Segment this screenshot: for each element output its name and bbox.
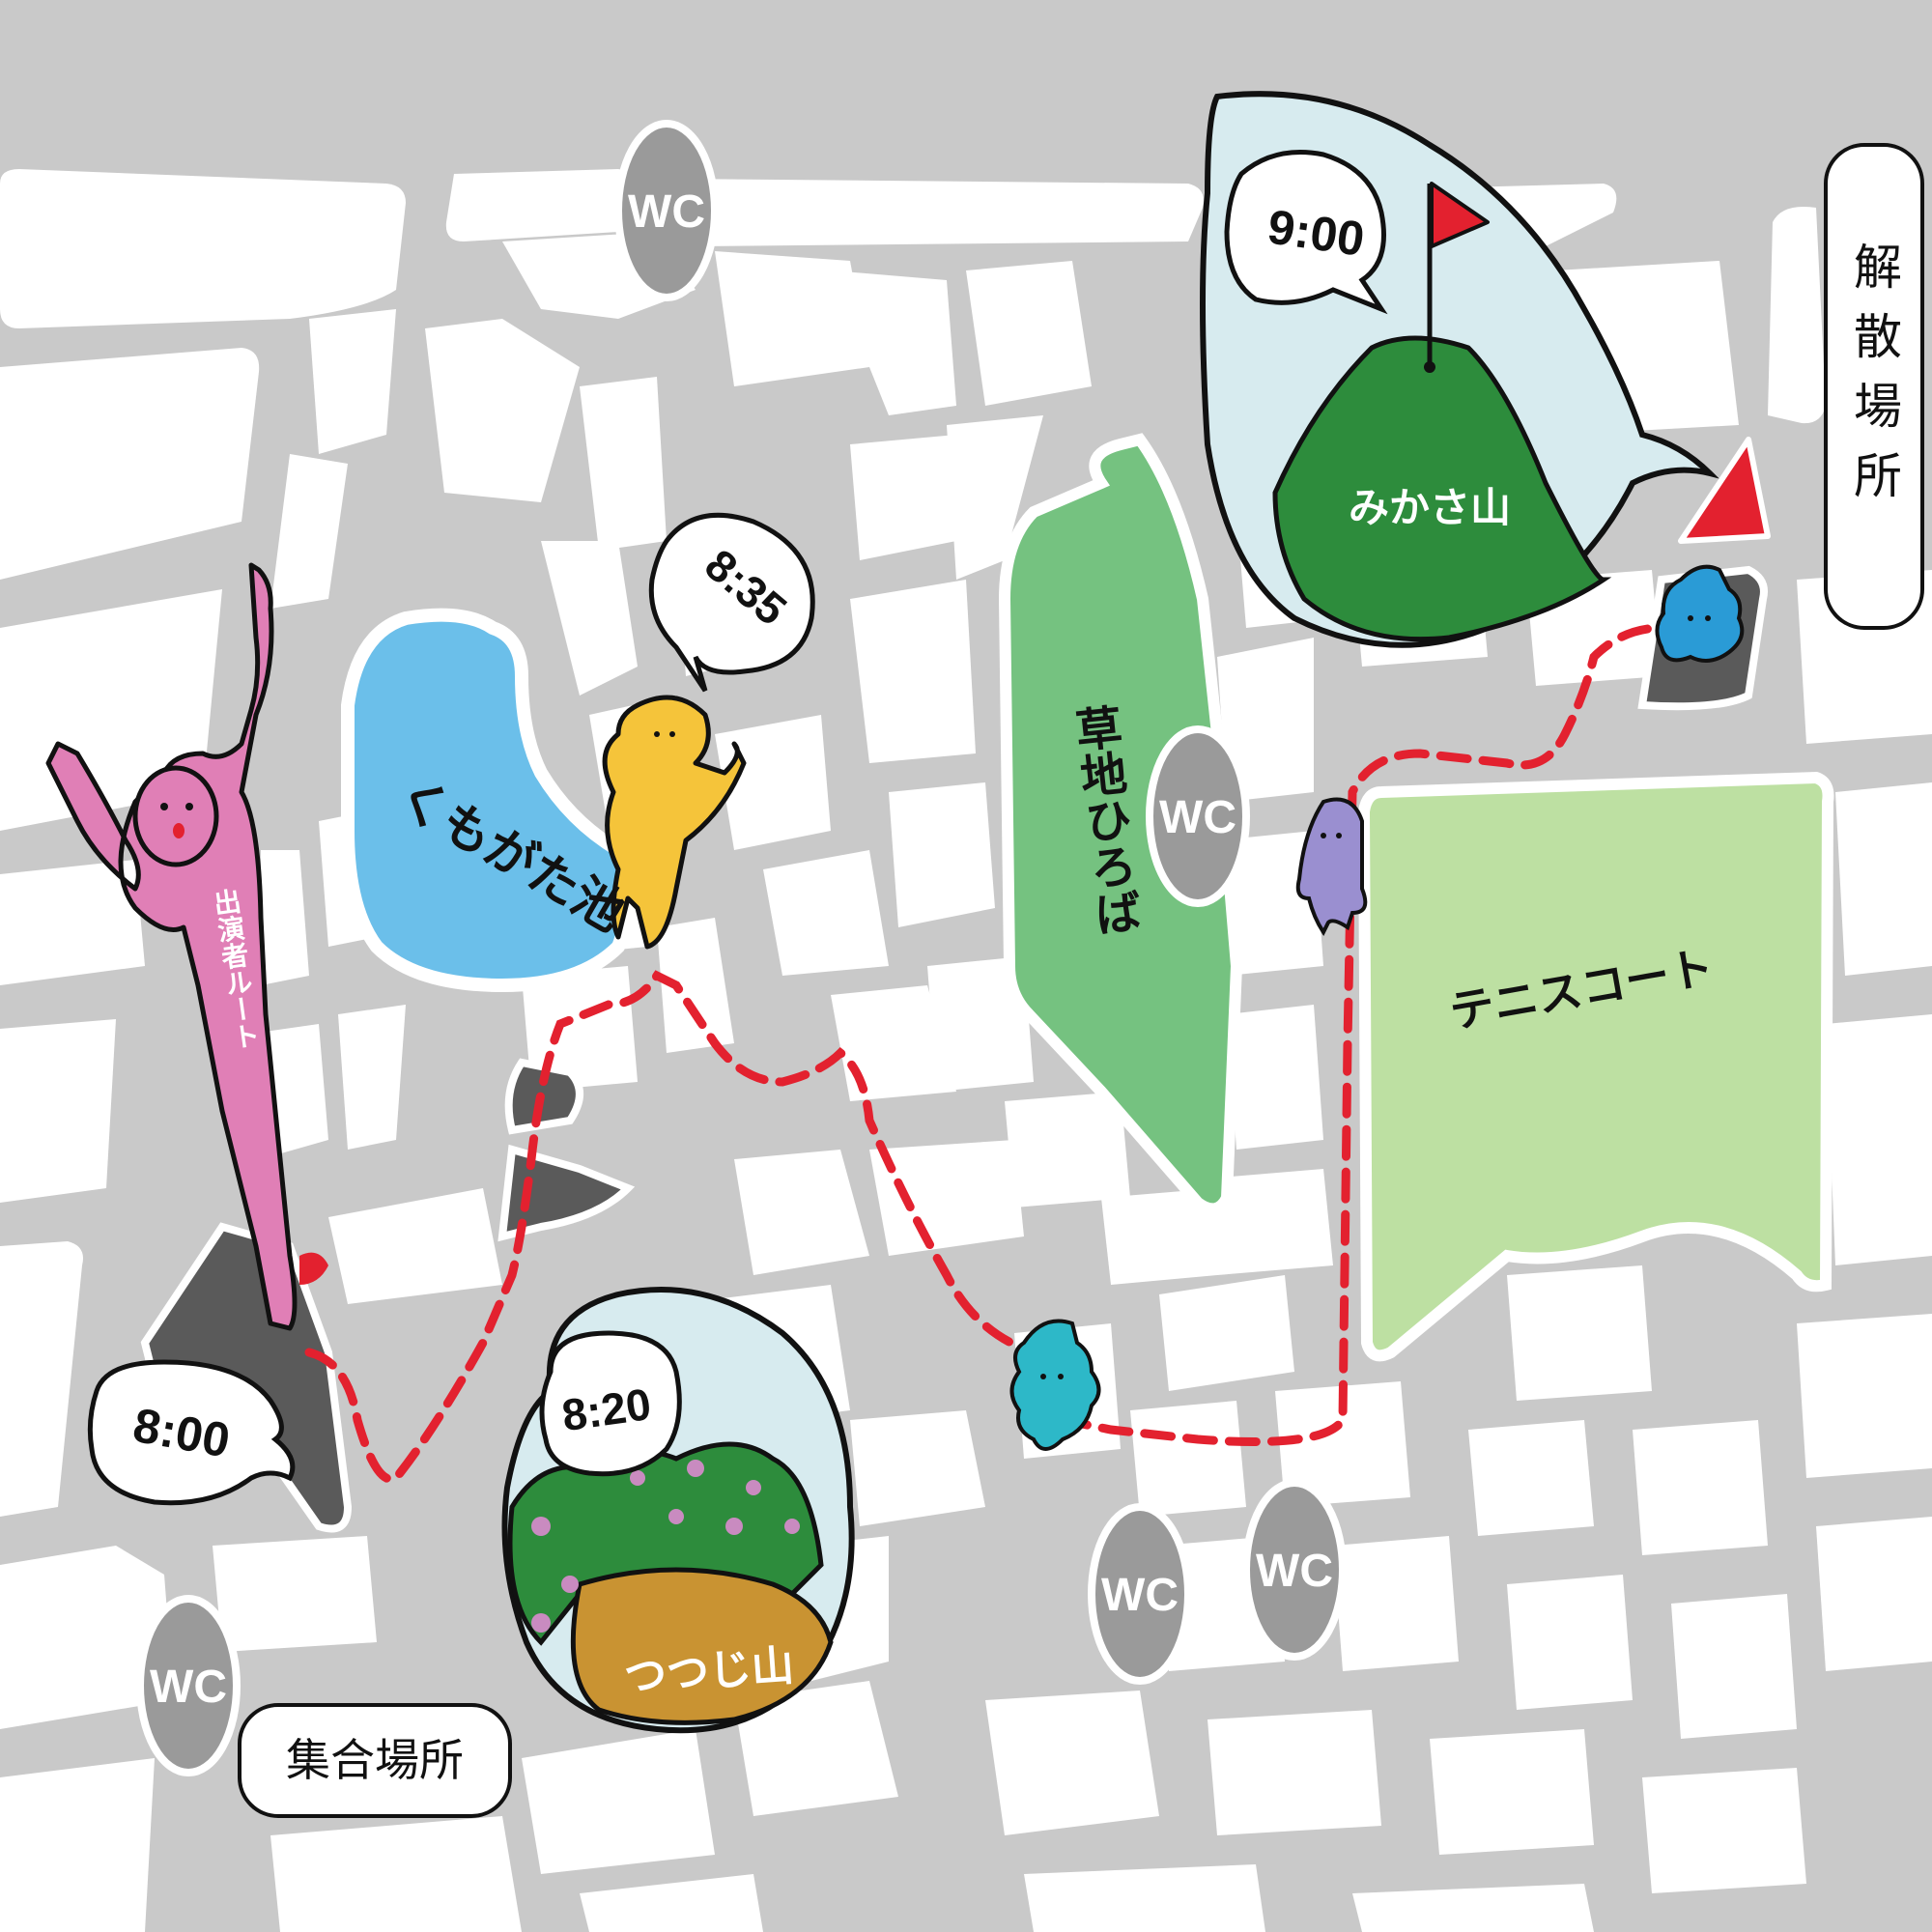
wc-label: WC (628, 186, 705, 238)
wc-label: WC (1101, 1570, 1179, 1621)
start-location-box[interactable]: 集合場所 (238, 1703, 512, 1818)
pond-area[interactable] (340, 608, 635, 993)
time-bubble-mikasa (1224, 150, 1388, 315)
time-bubble-azalea (539, 1330, 682, 1477)
route-line (304, 623, 1666, 1484)
wc-marker-top[interactable]: WC (614, 120, 719, 301)
wc-label: WC (1159, 792, 1236, 843)
wc-marker-bottom-middle[interactable]: WC (1088, 1503, 1192, 1685)
end-location-box[interactable]: 解散場所 (1824, 143, 1924, 630)
teal-creature (1009, 1319, 1101, 1451)
azalea-hill-label: つつじ山 (622, 1641, 795, 1702)
tennis-court-area[interactable] (1357, 771, 1834, 1362)
wc-marker-bottom-right[interactable]: WC (1242, 1479, 1347, 1661)
wc-label: WC (150, 1662, 227, 1713)
time-bubble-start (87, 1359, 296, 1506)
end-location-label: 解散場所 (1846, 242, 1902, 520)
start-location-label: 集合場所 (286, 1734, 464, 1786)
time-mikasa: 9:00 (1264, 199, 1368, 266)
performer-figure (45, 562, 328, 1331)
purple-creature (1295, 797, 1368, 936)
blue-creature (1655, 564, 1745, 663)
time-bubble-pond (648, 512, 815, 693)
time-azalea: 8:20 (559, 1378, 654, 1440)
lawn-area[interactable] (998, 433, 1243, 1215)
wc-marker-bottom-left[interactable]: WC (136, 1595, 241, 1776)
yellow-character (602, 695, 747, 950)
mikasa-hill-label: みかさ山 (1349, 484, 1511, 531)
goal-flag-icon (1430, 182, 1490, 248)
wc-marker-lawn[interactable]: WC (1146, 725, 1250, 907)
red-arrow-icon (1678, 437, 1771, 544)
wc-label: WC (1256, 1546, 1333, 1597)
